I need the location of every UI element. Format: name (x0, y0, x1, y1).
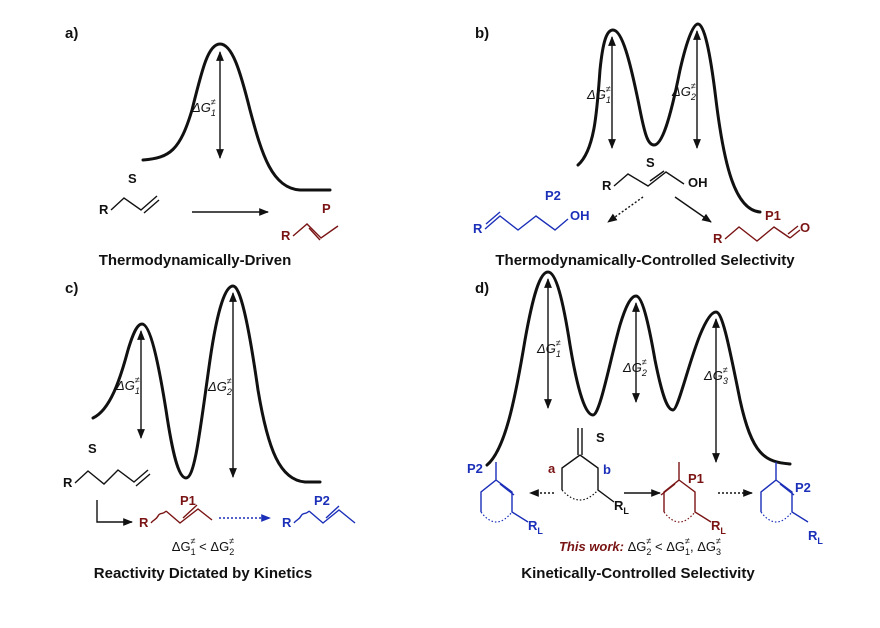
panel-d-p1-label: P1 (688, 471, 704, 486)
panel-a-product-chain (292, 223, 339, 239)
panel-c-energy-curve (91, 284, 322, 484)
panel-a-caption: Thermodynamically-Driven (99, 252, 292, 269)
panel-b-barrier1-label: ΔG1≠ (586, 84, 611, 105)
panel-c-relation: ΔG1≠ < ΔG2≠ (172, 536, 234, 557)
panel-a-substrate-double (143, 199, 160, 214)
panel-d-left-p2-rl: RL (528, 518, 543, 536)
panel-d-left-p2-label: P2 (467, 461, 483, 476)
panel-c-label: c) (65, 280, 78, 297)
panel-b-p1-r: R (713, 231, 723, 246)
panel-a-product-label: P (322, 201, 331, 216)
panel-b-p1-label: P1 (765, 208, 781, 223)
panel-d-substrate-label: S (596, 430, 605, 445)
panel-c-substrate-label: S (88, 441, 97, 456)
panel-a-substrate-r: R (99, 202, 109, 217)
panel-c-reaction-arrow (96, 500, 133, 526)
panel-c: c) ΔG1≠ ΔG2≠ S R P1 R P2 R ΔG1≠ < ΔG2≠ R… (63, 280, 356, 582)
panel-d-left-p2-double (499, 483, 515, 496)
panel-d-right-p2-ring (760, 462, 809, 523)
panel-c-p2-r: R (282, 515, 292, 530)
panel-d-barrier1-label: ΔG1≠ (536, 338, 561, 359)
panel-c-barrier2-label: ΔG2≠ (207, 376, 232, 397)
panel-d-site-b: b (603, 462, 611, 477)
panel-d-barrier2-label: ΔG2≠ (622, 357, 647, 378)
panel-a-energy-curve (141, 42, 332, 192)
panel-c-caption: Reactivity Dictated by Kinetics (94, 565, 312, 582)
panel-b-substrate-r: R (602, 178, 612, 193)
panel-b-label: b) (475, 25, 489, 42)
panel-b-p2-double (485, 211, 501, 225)
panel-b-p1-carbonyl (787, 225, 801, 239)
panel-b-energy-curve (576, 22, 762, 214)
panel-c-p2-label: P2 (314, 493, 330, 508)
panel-b: b) ΔG1≠ ΔG2≠ S R OH P2 R OH P1 R O Therm… (473, 22, 810, 269)
panel-d-right-p2-rl: RL (808, 528, 823, 546)
panel-c-substrate-r: R (63, 475, 73, 490)
panel-d-substrate-ring-dotted (561, 489, 599, 501)
panel-b-arrow-to-p1 (674, 196, 712, 223)
panel-d: d) ΔG1≠ ΔG2≠ ΔG3≠ S a b RL P2 RL P1 RL P… (467, 270, 823, 582)
panel-a-product-double (308, 227, 321, 241)
panel-c-p1-double (182, 504, 198, 519)
panel-b-arrow-to-p2 (607, 196, 644, 223)
panel-d-label: d) (475, 280, 489, 297)
panel-c-p1-r: R (139, 515, 149, 530)
panel-b-substrate-label: S (646, 155, 655, 170)
panel-d-p1-rl: RL (711, 518, 726, 536)
panel-c-substrate-double (135, 473, 151, 487)
panel-c-p2-chain (308, 509, 356, 524)
panel-d-right-p2-label: P2 (795, 480, 811, 495)
panel-c-p2-double (325, 505, 340, 519)
panel-d-substrate-rl: RL (614, 498, 629, 516)
panel-d-right-p2-double (779, 483, 795, 496)
panel-b-substrate-oh: OH (688, 175, 708, 190)
panel-c-p1-wavy (150, 510, 167, 524)
panel-d-site-a: a (548, 461, 556, 476)
panel-a-label: a) (65, 25, 78, 42)
panel-c-barrier1-label: ΔG1≠ (115, 375, 140, 396)
panel-d-caption: Kinetically-Controlled Selectivity (521, 565, 755, 582)
panel-b-p2-oh: OH (570, 208, 590, 223)
panel-b-p2-label: P2 (545, 188, 561, 203)
panel-d-left-p2-ring-dotted (480, 511, 513, 523)
panel-d-substrate-ring (561, 454, 615, 503)
panel-b-p1-o: O (800, 220, 810, 235)
panel-b-substrate-double (649, 170, 665, 182)
panel-a-barrier-label: ΔG1≠ (191, 97, 216, 118)
panel-c-substrate-chain (74, 469, 149, 485)
panel-a: a) ΔG1≠ S R P R Thermodynamically-Driven (65, 25, 339, 269)
panel-c-p1-label: P1 (180, 493, 196, 508)
panel-d-substrate-exocyclic (577, 428, 583, 455)
panel-a-product-r: R (281, 228, 291, 243)
panel-d-left-p2-ring (480, 462, 529, 523)
panel-c-p2-wavy (293, 510, 310, 524)
panel-c-p1-chain (165, 508, 213, 524)
panel-d-p1-ring-dotted (663, 511, 696, 523)
panel-b-p2-chain (484, 215, 569, 231)
panel-d-energy-curve (485, 270, 792, 467)
panel-b-p2-r: R (473, 221, 483, 236)
panel-d-p1-double (660, 483, 676, 496)
panel-b-caption: Thermodynamically-Controlled Selectivity (495, 252, 795, 269)
panel-d-right-p2-ring-dotted (760, 511, 793, 523)
panel-a-substrate-chain (110, 195, 158, 211)
panel-b-barrier2-label: ΔG2≠ (671, 81, 696, 102)
panel-d-relation: This work: ΔG2≠ < ΔG1≠, ΔG3≠ (559, 536, 721, 557)
panel-a-substrate-label: S (128, 171, 137, 186)
panel-b-substrate-chain (613, 171, 685, 187)
panel-b-p1-chain (724, 226, 791, 242)
panel-d-barrier3-label: ΔG3≠ (703, 365, 728, 386)
